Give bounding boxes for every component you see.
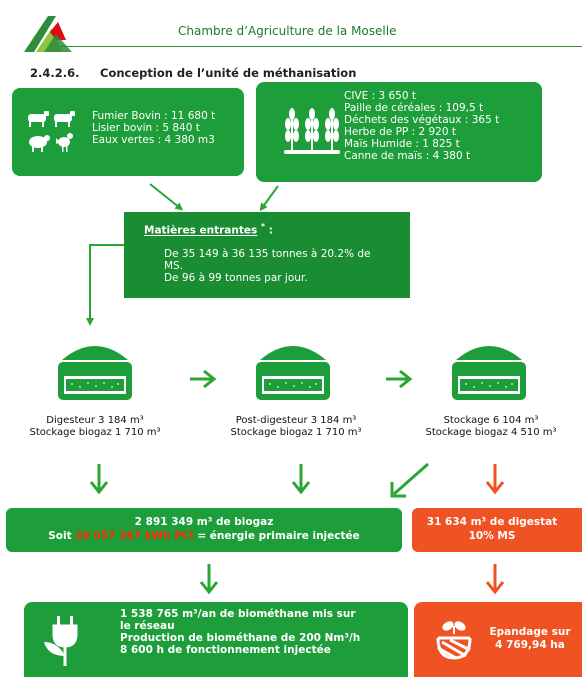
- biogas-energy-line: Soit 30 057 367 kWh PCI = énergie primai…: [6, 529, 402, 543]
- crop-input-line: Canne de maïs : 4 380 t: [344, 150, 471, 162]
- tank-label: Digesteur 3 184 m³ Stockage biogaz 1 710…: [0, 415, 190, 439]
- section-number: 2.4.2.6.: [30, 66, 80, 80]
- arrow-right-icon: [190, 369, 217, 389]
- plug-leaf-icon: [44, 616, 78, 666]
- crop-input-line: Maïs Humide : 1 825 t: [344, 138, 460, 150]
- spreading-area: 4 769,94 ha: [495, 639, 565, 651]
- biomethane-line: le réseau: [120, 620, 175, 632]
- digester-tank-icon: [58, 346, 132, 400]
- digestate-volume: 31 634 m³ de digestat: [426, 516, 558, 528]
- incoming-heading: Matières entrantes: [144, 224, 258, 237]
- spreading-label: Epandage sur: [489, 626, 571, 638]
- tank-biogas-storage: Stockage biogaz 1 710 m³: [29, 427, 161, 438]
- tank-label: Stockage 6 104 m³ Stockage biogaz 4 510 …: [400, 415, 582, 439]
- biomethane-line: Production de biométhane de 200 Nm³/h: [120, 632, 361, 644]
- crop-input-line: Déchets des végétaux : 365 t: [344, 114, 500, 126]
- tank-label: Post-digesteur 3 184 m³ Stockage biogaz …: [196, 415, 396, 439]
- arrow-down-icon: [89, 464, 109, 495]
- tank-capacity: Digesteur 3 184 m³: [46, 415, 144, 426]
- arrow-down-icon: [199, 564, 219, 595]
- arrow-diagonal-icon: [390, 462, 429, 498]
- incoming-line: MS.: [164, 260, 184, 272]
- chamber-logo-icon: [24, 16, 72, 52]
- incoming-line: De 35 149 à 36 135 tonnes à 20.2% de: [164, 248, 371, 260]
- tank-capacity: Stockage 6 104 m³: [443, 415, 539, 426]
- tank-capacity: Post-digesteur 3 184 m³: [235, 415, 357, 426]
- arrow-right-icon: [386, 369, 413, 389]
- crop-input-line: Herbe de PP : 2 920 t: [344, 126, 456, 138]
- post-digester-tank-icon: [256, 346, 330, 400]
- livestock-input-line: Eaux vertes : 4 380 m3: [92, 134, 215, 146]
- arrow-down-icon: [291, 464, 311, 495]
- wheat-icon: [284, 108, 340, 154]
- incoming-heading-colon: :: [268, 224, 273, 237]
- biomethane-line: 1 538 765 m³/an de biométhane mis sur: [120, 608, 356, 620]
- biogas-energy-prefix: Soit: [48, 530, 76, 542]
- digestate-box: 31 634 m³ de digestat 10% MS: [412, 508, 582, 552]
- biogas-energy-value: 30 057 367 kWh PCI: [75, 530, 194, 542]
- incoming-line: De 96 à 99 tonnes par jour.: [164, 272, 308, 284]
- crop-input-line: Paille de céréales : 109,5 t: [344, 102, 484, 114]
- tank-biogas-storage: Stockage biogaz 4 510 m³: [425, 427, 557, 438]
- header-divider: [60, 46, 582, 47]
- crop-inputs-box: CIVE : 3 650 t Paille de céréales : 109,…: [256, 82, 542, 182]
- crop-input-line: CIVE : 3 650 t: [344, 90, 416, 102]
- section-title: 2.4.2.6. Conception de l’unité de méthani…: [30, 66, 356, 80]
- biogas-volume: 2 891 349 m³ de biogaz: [134, 516, 274, 528]
- storage-tank-icon: [452, 346, 526, 400]
- organisation-name: Chambre d’Agriculture de la Moselle: [178, 24, 397, 38]
- biogas-energy-suffix: = énergie primaire injectée: [193, 530, 360, 542]
- livestock-icon: [28, 111, 75, 152]
- field-icon: [436, 621, 472, 660]
- livestock-inputs-box: Fumier Bovin : 11 680 t Lisier bovin : 5…: [12, 88, 244, 176]
- spreading-box: Epandage sur 4 769,94 ha: [414, 602, 582, 677]
- biomethane-line: 8 600 h de fonctionnement injectée: [120, 644, 331, 656]
- digestate-dry-matter: 10% MS: [468, 530, 516, 542]
- incoming-materials-box: Matières entrantes * : De 35 149 à 36 13…: [124, 212, 410, 298]
- arrow-down-icon: [485, 564, 505, 595]
- arrow-down-icon: [485, 464, 505, 495]
- livestock-input-line: Lisier bovin : 5 840 t: [92, 122, 200, 134]
- biogas-box: 2 891 349 m³ de biogaz Soit 30 057 367 k…: [6, 508, 402, 552]
- section-heading: Conception de l’unité de méthanisation: [100, 66, 357, 80]
- livestock-input-line: Fumier Bovin : 11 680 t: [92, 110, 216, 122]
- incoming-asterisk: *: [260, 222, 266, 231]
- biomethane-box: 1 538 765 m³/an de biométhane mis sur le…: [24, 602, 408, 677]
- tank-biogas-storage: Stockage biogaz 1 710 m³: [230, 427, 362, 438]
